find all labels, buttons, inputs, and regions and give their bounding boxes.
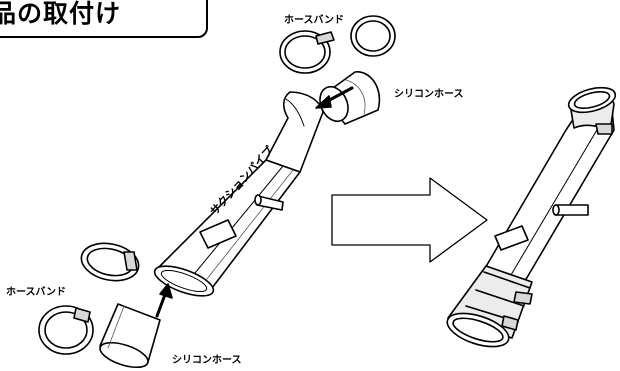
hose-band-left-upper <box>80 242 140 282</box>
hose-band-label-left: ホースバンド <box>6 287 66 298</box>
silicone-hose-label-top: シリコンホース <box>394 89 464 100</box>
insert-arrow-top <box>315 86 354 109</box>
silicone-hose-bottom <box>99 303 161 369</box>
hose-band-top-left <box>279 30 335 74</box>
assembly-arrow <box>331 177 488 263</box>
hose-band-label-top: ホースバンド <box>284 15 344 26</box>
silicone-hose-top <box>319 71 381 125</box>
hose-band-top-right <box>350 15 396 57</box>
title-tab: 品の取付け <box>0 0 208 38</box>
pipe-fitting-left <box>254 194 284 211</box>
silicone-hose-label-bottom: シリコンホース <box>172 355 242 366</box>
suction-pipe <box>153 91 324 297</box>
hose-band-left-lower <box>38 305 94 355</box>
pipe-fitting-right <box>552 204 589 216</box>
assembled-pipe <box>446 86 617 348</box>
page-title: 品の取付け <box>0 0 122 28</box>
insert-arrow-bottom <box>155 283 173 318</box>
